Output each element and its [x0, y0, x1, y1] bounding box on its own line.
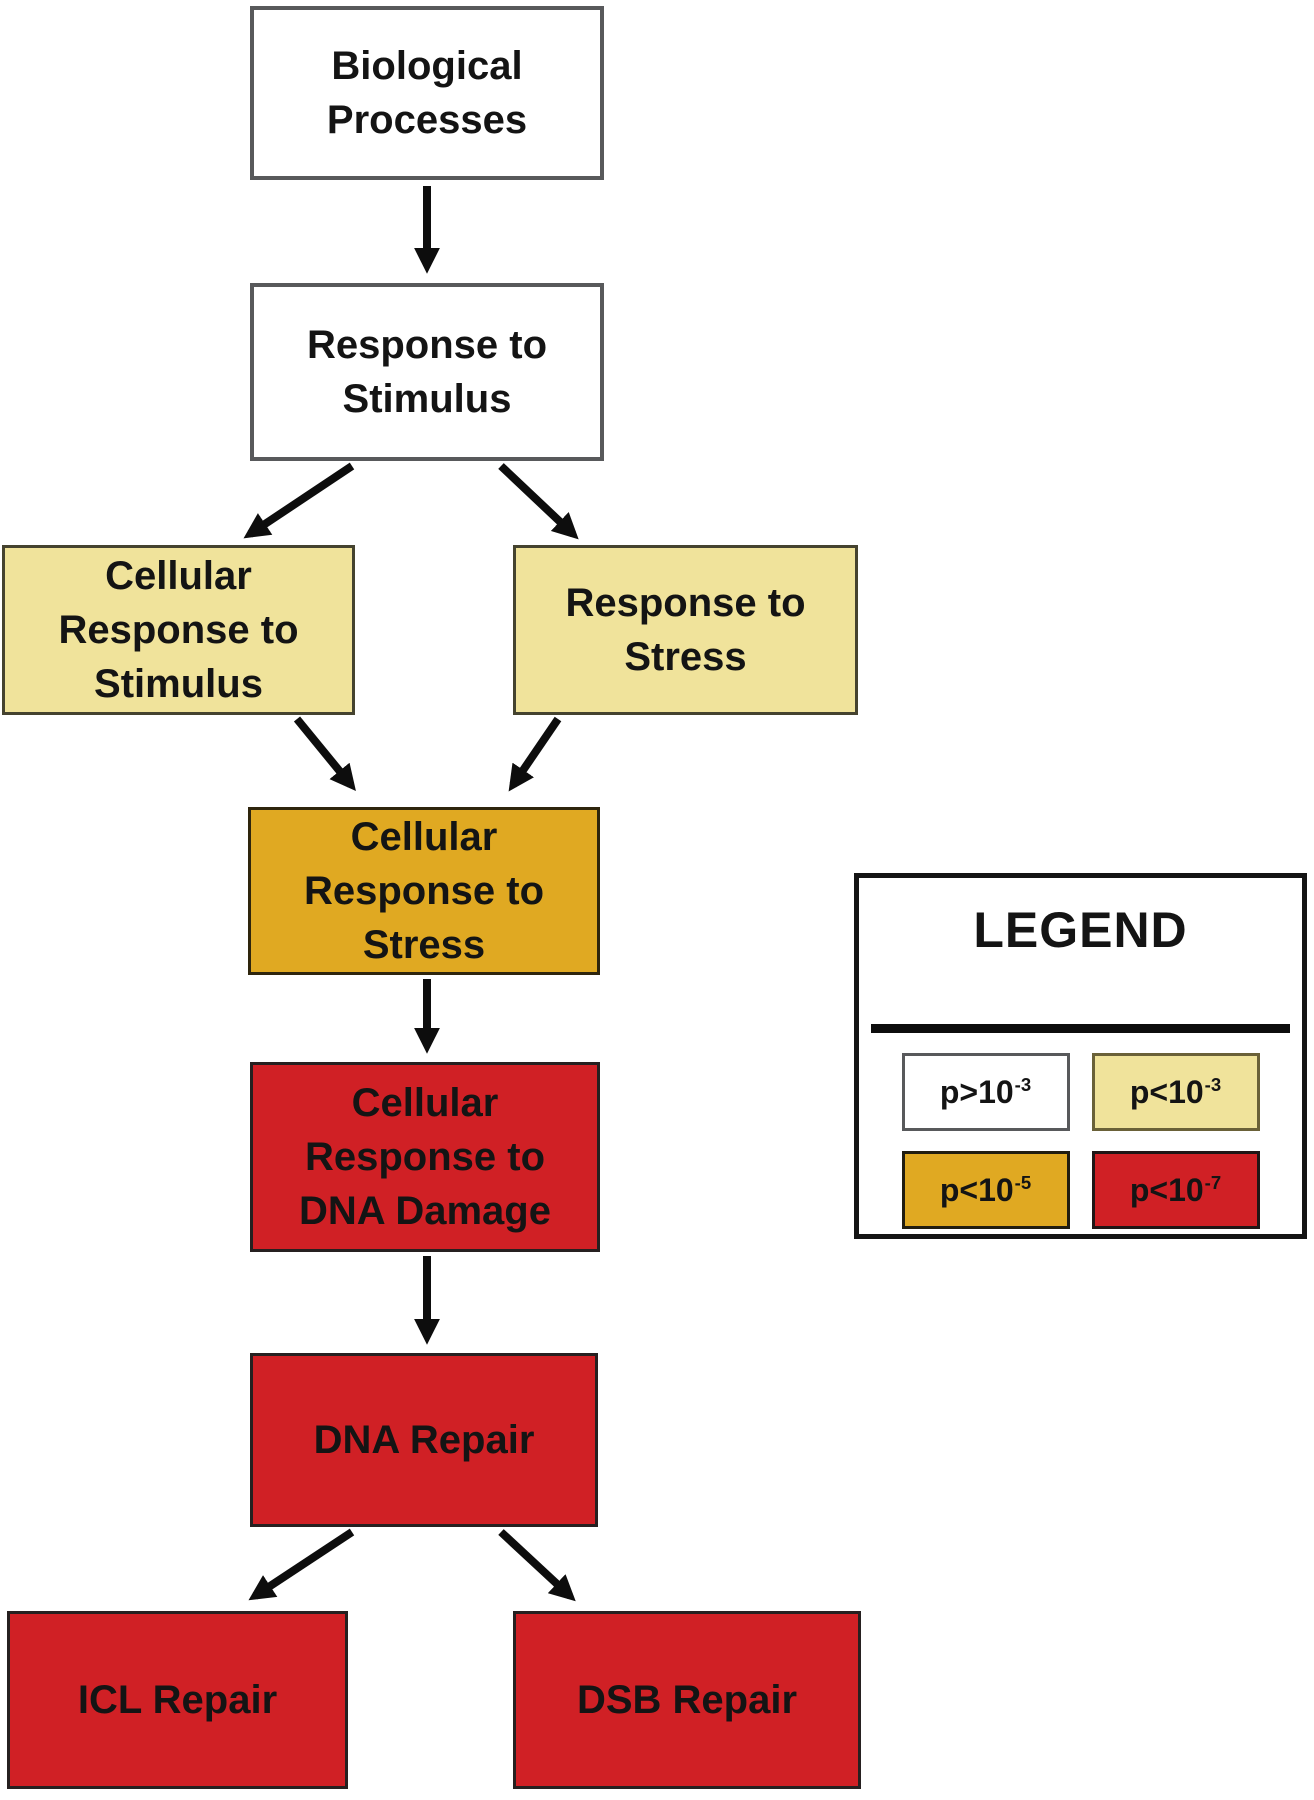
node-label-line: Cellular — [351, 1081, 499, 1125]
legend-swatch-exponent: -3 — [1204, 1073, 1222, 1095]
edge-dna-repair-to-icl-repair — [248, 1528, 355, 1601]
legend-swatch-p-lt-10-7: p<10-7 — [1091, 1151, 1260, 1229]
legend-swatch-base: p<10 — [1129, 1073, 1204, 1110]
node-label-line: Response to — [565, 581, 806, 625]
node-label-line: Processes — [326, 98, 528, 142]
node-label-line: ICL Repair — [77, 1678, 278, 1722]
legend-swatch-p-lt-10-3: p<10-3 — [1091, 1053, 1260, 1131]
node-label-line: Stress — [624, 635, 747, 679]
node-label-line: DNA Damage — [299, 1189, 551, 1233]
legend-swatch-label: p<10-5 — [940, 1172, 1031, 1209]
node-label-line: Response to — [304, 1135, 546, 1179]
edge-response-stress-to-cellular-stress — [508, 716, 562, 792]
node-label-line: Cellular — [105, 554, 252, 598]
legend-grid: p>10-3 p<10-3 p<10-5 p<10-7 — [859, 1053, 1302, 1229]
legend-swatch-label: p>10-3 — [940, 1074, 1031, 1111]
legend-swatch-exponent: -5 — [1014, 1171, 1032, 1193]
legend-swatch-exponent: -7 — [1204, 1171, 1222, 1193]
legend-swatch-base: p>10 — [939, 1073, 1014, 1110]
legend-swatch-label: p<10-3 — [1130, 1074, 1221, 1111]
node-label-line: Response to — [306, 323, 548, 367]
legend-swatch-base: p<10 — [1129, 1171, 1204, 1208]
legend: LEGEND p>10-3 p<10-3 p<10-5 p<10-7 — [854, 873, 1307, 1239]
legend-divider — [871, 1024, 1290, 1033]
node-label-line: Response to — [303, 869, 545, 913]
node-label-line: Stimulus — [342, 377, 512, 421]
legend-swatch-base: p<10 — [939, 1171, 1014, 1208]
legend-swatch-label: p<10-7 — [1130, 1172, 1221, 1209]
node-dsb-repair: DSB Repair — [513, 1611, 861, 1789]
edge-response-stimulus-to-response-stress — [498, 463, 579, 540]
edge-dna-repair-to-dsb-repair — [498, 1529, 576, 1602]
edge-cellular-stimulus-to-cellular-stress — [293, 716, 356, 792]
node-label-line: Biological — [331, 44, 523, 88]
node-label-line: Cellular — [350, 815, 498, 859]
node-cellular-response-to-stimulus: Cellular Response to Stimulus — [2, 545, 355, 715]
legend-swatch-p-lt-10-5: p<10-5 — [901, 1151, 1070, 1229]
legend-swatch-exponent: -3 — [1014, 1073, 1032, 1095]
legend-swatch-p-gt-10-3: p>10-3 — [901, 1053, 1070, 1131]
node-cellular-response-to-stress: Cellular Response to Stress — [248, 807, 600, 975]
edge-response-stimulus-to-cellular-stimulus — [243, 462, 355, 539]
node-label-line: DSB Repair — [576, 1678, 798, 1722]
node-label-line: Response to — [58, 608, 299, 652]
node-label-line: DNA Repair — [313, 1418, 535, 1462]
node-response-to-stimulus: Response to Stimulus — [250, 283, 604, 461]
node-biological-processes: Biological Processes — [250, 6, 604, 180]
node-label-line: Stimulus — [94, 662, 263, 706]
node-dna-repair: DNA Repair — [250, 1353, 598, 1527]
node-response-to-stress: Response to Stress — [513, 545, 858, 715]
node-icl-repair: ICL Repair — [7, 1611, 348, 1789]
node-cellular-response-to-dna-damage: Cellular Response to DNA Damage — [250, 1062, 600, 1252]
legend-title: LEGEND — [973, 902, 1188, 958]
node-label-line: Stress — [362, 923, 486, 967]
